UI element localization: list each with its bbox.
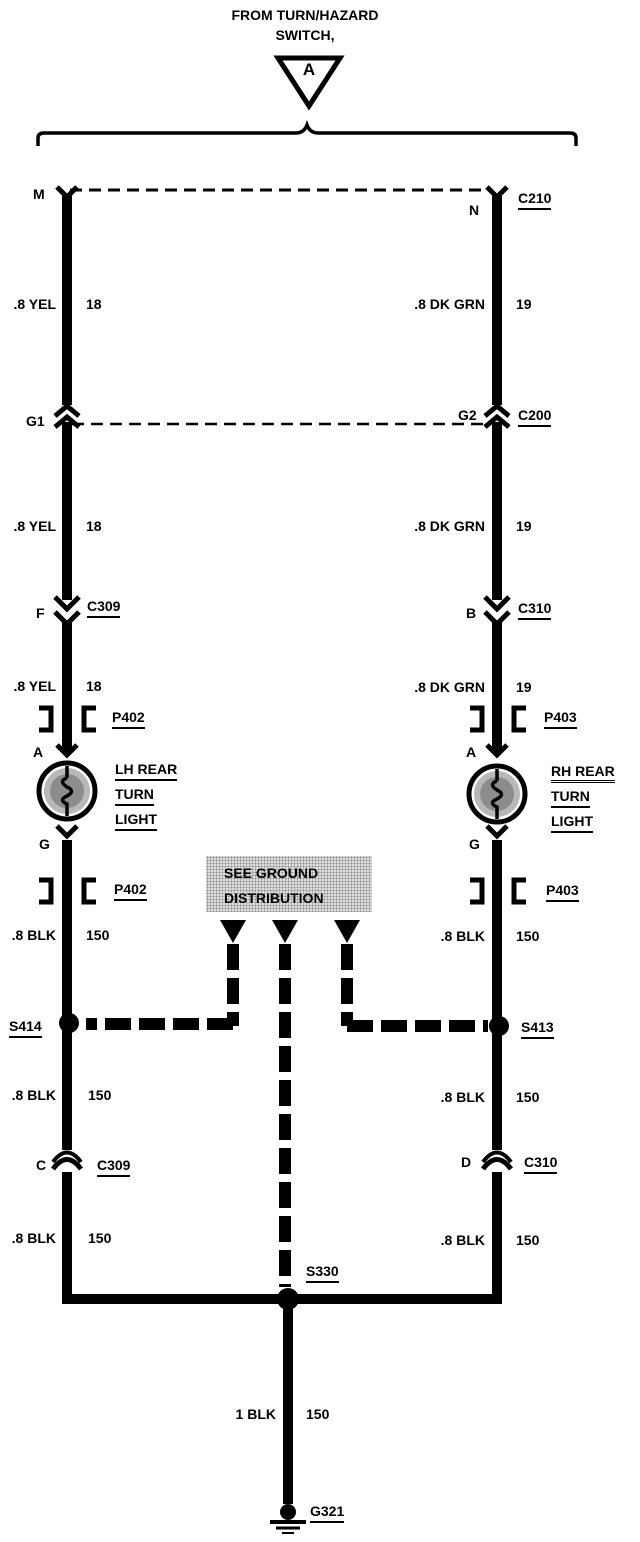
- c200-label: C200: [518, 407, 552, 427]
- right-lamp-pin-g-label: G: [469, 836, 480, 852]
- left-wire2-circuit: 18: [86, 518, 102, 534]
- pin-b-label: B: [466, 605, 477, 621]
- ground-ref-line2: DISTRIBUTION: [224, 890, 324, 906]
- ground-ref-line1: SEE GROUND: [224, 865, 319, 881]
- pin-n-fork: [485, 185, 509, 201]
- left-lamp-pin-g-label: G: [39, 836, 50, 852]
- left-lamp-pin-a-label: A: [33, 744, 44, 760]
- ground-wire-color: 1 BLK: [235, 1406, 276, 1422]
- c309-top-label: C309: [87, 598, 121, 618]
- right-wire3-circuit: 19: [516, 679, 532, 695]
- right-wire6-circuit: 150: [516, 1232, 540, 1248]
- p403-upper-label: P403: [544, 709, 577, 729]
- s414-splice-dot: [59, 1013, 79, 1033]
- left-lamp-pin-g: [55, 824, 79, 840]
- pin-n-label: N: [469, 202, 480, 218]
- g321-label: G321: [310, 1503, 345, 1523]
- pin-f-label: F: [36, 605, 45, 621]
- right-wire5-circuit: 150: [516, 1089, 540, 1105]
- s330-label: S330: [306, 1263, 339, 1283]
- left-wire3-circuit: 18: [86, 678, 102, 694]
- left-wire6-circuit: 150: [88, 1230, 112, 1246]
- pin-m-fork: [55, 185, 79, 201]
- source-label-line1: FROM TURN/HAZARD: [231, 7, 379, 23]
- source-label-line2: SWITCH,: [275, 27, 335, 43]
- rh-lamp-name-line1: RH REAR: [551, 763, 615, 783]
- right-wire1-color: .8 DK GRN: [414, 296, 485, 312]
- left-wire1-circuit: 18: [86, 296, 102, 312]
- ground-symbol: [270, 1504, 306, 1534]
- ground-distribution-arrows: [220, 920, 360, 943]
- left-wire6-color: .8 BLK: [11, 1230, 56, 1246]
- s413-label: S413: [521, 1019, 554, 1039]
- p403-upper-symbol: [470, 705, 526, 733]
- source-triangle: [273, 55, 345, 111]
- pin-m-label: M: [33, 186, 45, 202]
- left-wire4-color: .8 BLK: [11, 927, 56, 943]
- c310-bottom-label: C310: [524, 1154, 558, 1174]
- p403-lower-symbol: [470, 877, 526, 905]
- right-lamp-pin-g: [485, 824, 509, 840]
- lh-lamp-name-line2: TURN: [115, 786, 154, 806]
- lh-lamp-name-line1: LH REAR: [115, 761, 178, 781]
- left-wire1-color: .8 YEL: [13, 296, 56, 312]
- left-wire4-circuit: 150: [86, 927, 110, 943]
- left-lamp-pin-a: [55, 743, 79, 759]
- p403-lower-label: P403: [546, 882, 579, 902]
- right-wire4-circuit: 150: [516, 928, 540, 944]
- lh-lamp-name-line3: LIGHT: [115, 811, 157, 831]
- right-wire6-color: .8 BLK: [440, 1232, 485, 1248]
- pin-d-label: D: [461, 1154, 472, 1170]
- c-connector-symbol: [50, 1150, 84, 1171]
- b-connector-symbol: [483, 595, 511, 628]
- right-lamp-pin-a: [485, 743, 509, 759]
- source-bracket: [36, 120, 578, 146]
- right-wire4-color: .8 BLK: [440, 928, 485, 944]
- left-wire3-color: .8 YEL: [13, 678, 56, 694]
- lh-rear-turn-lamp-symbol: [36, 760, 98, 822]
- right-wire1-circuit: 19: [516, 296, 532, 312]
- s414-label: S414: [9, 1018, 42, 1038]
- left-wire5-color: .8 BLK: [11, 1087, 56, 1103]
- left-wire2-color: .8 YEL: [13, 518, 56, 534]
- right-wire2-circuit: 19: [516, 518, 532, 534]
- p402-upper-label: P402: [112, 709, 145, 729]
- rh-lamp-name-line3: LIGHT: [551, 813, 593, 833]
- right-wire3-color: .8 DK GRN: [414, 679, 485, 695]
- left-wire5-circuit: 150: [88, 1087, 112, 1103]
- right-lamp-pin-a-label: A: [466, 744, 477, 760]
- g1-connector-symbol: [53, 402, 81, 429]
- d-connector-symbol: [480, 1150, 514, 1171]
- c210-label: C210: [518, 190, 552, 210]
- right-wire2-color: .8 DK GRN: [414, 518, 485, 534]
- pin-c-label: C: [36, 1157, 47, 1173]
- pin-g2-label: G2: [458, 407, 477, 423]
- right-wire5-color: .8 BLK: [440, 1089, 485, 1105]
- rh-rear-turn-lamp-symbol: [466, 763, 528, 825]
- ground-distribution-reference: SEE GROUND DISTRIBUTION: [206, 856, 372, 912]
- f-connector-symbol: [53, 595, 81, 628]
- g2-connector-symbol: [483, 402, 511, 429]
- source-ref-letter: A: [302, 60, 316, 79]
- s413-splice-dot: [489, 1016, 509, 1036]
- ground-bus: [62, 1294, 502, 1504]
- c310-top-label: C310: [518, 600, 552, 620]
- p402-lower-symbol: [39, 877, 96, 905]
- ground-branch-dashed: [86, 944, 488, 1287]
- rh-lamp-name-line2: TURN: [551, 788, 590, 808]
- p402-upper-symbol: [39, 705, 96, 733]
- s330-splice-dot: [277, 1288, 299, 1310]
- c309-bottom-label: C309: [97, 1157, 131, 1177]
- ground-wire-circuit: 150: [306, 1406, 330, 1422]
- p402-lower-label: P402: [114, 881, 147, 901]
- pin-g1-label: G1: [26, 413, 45, 429]
